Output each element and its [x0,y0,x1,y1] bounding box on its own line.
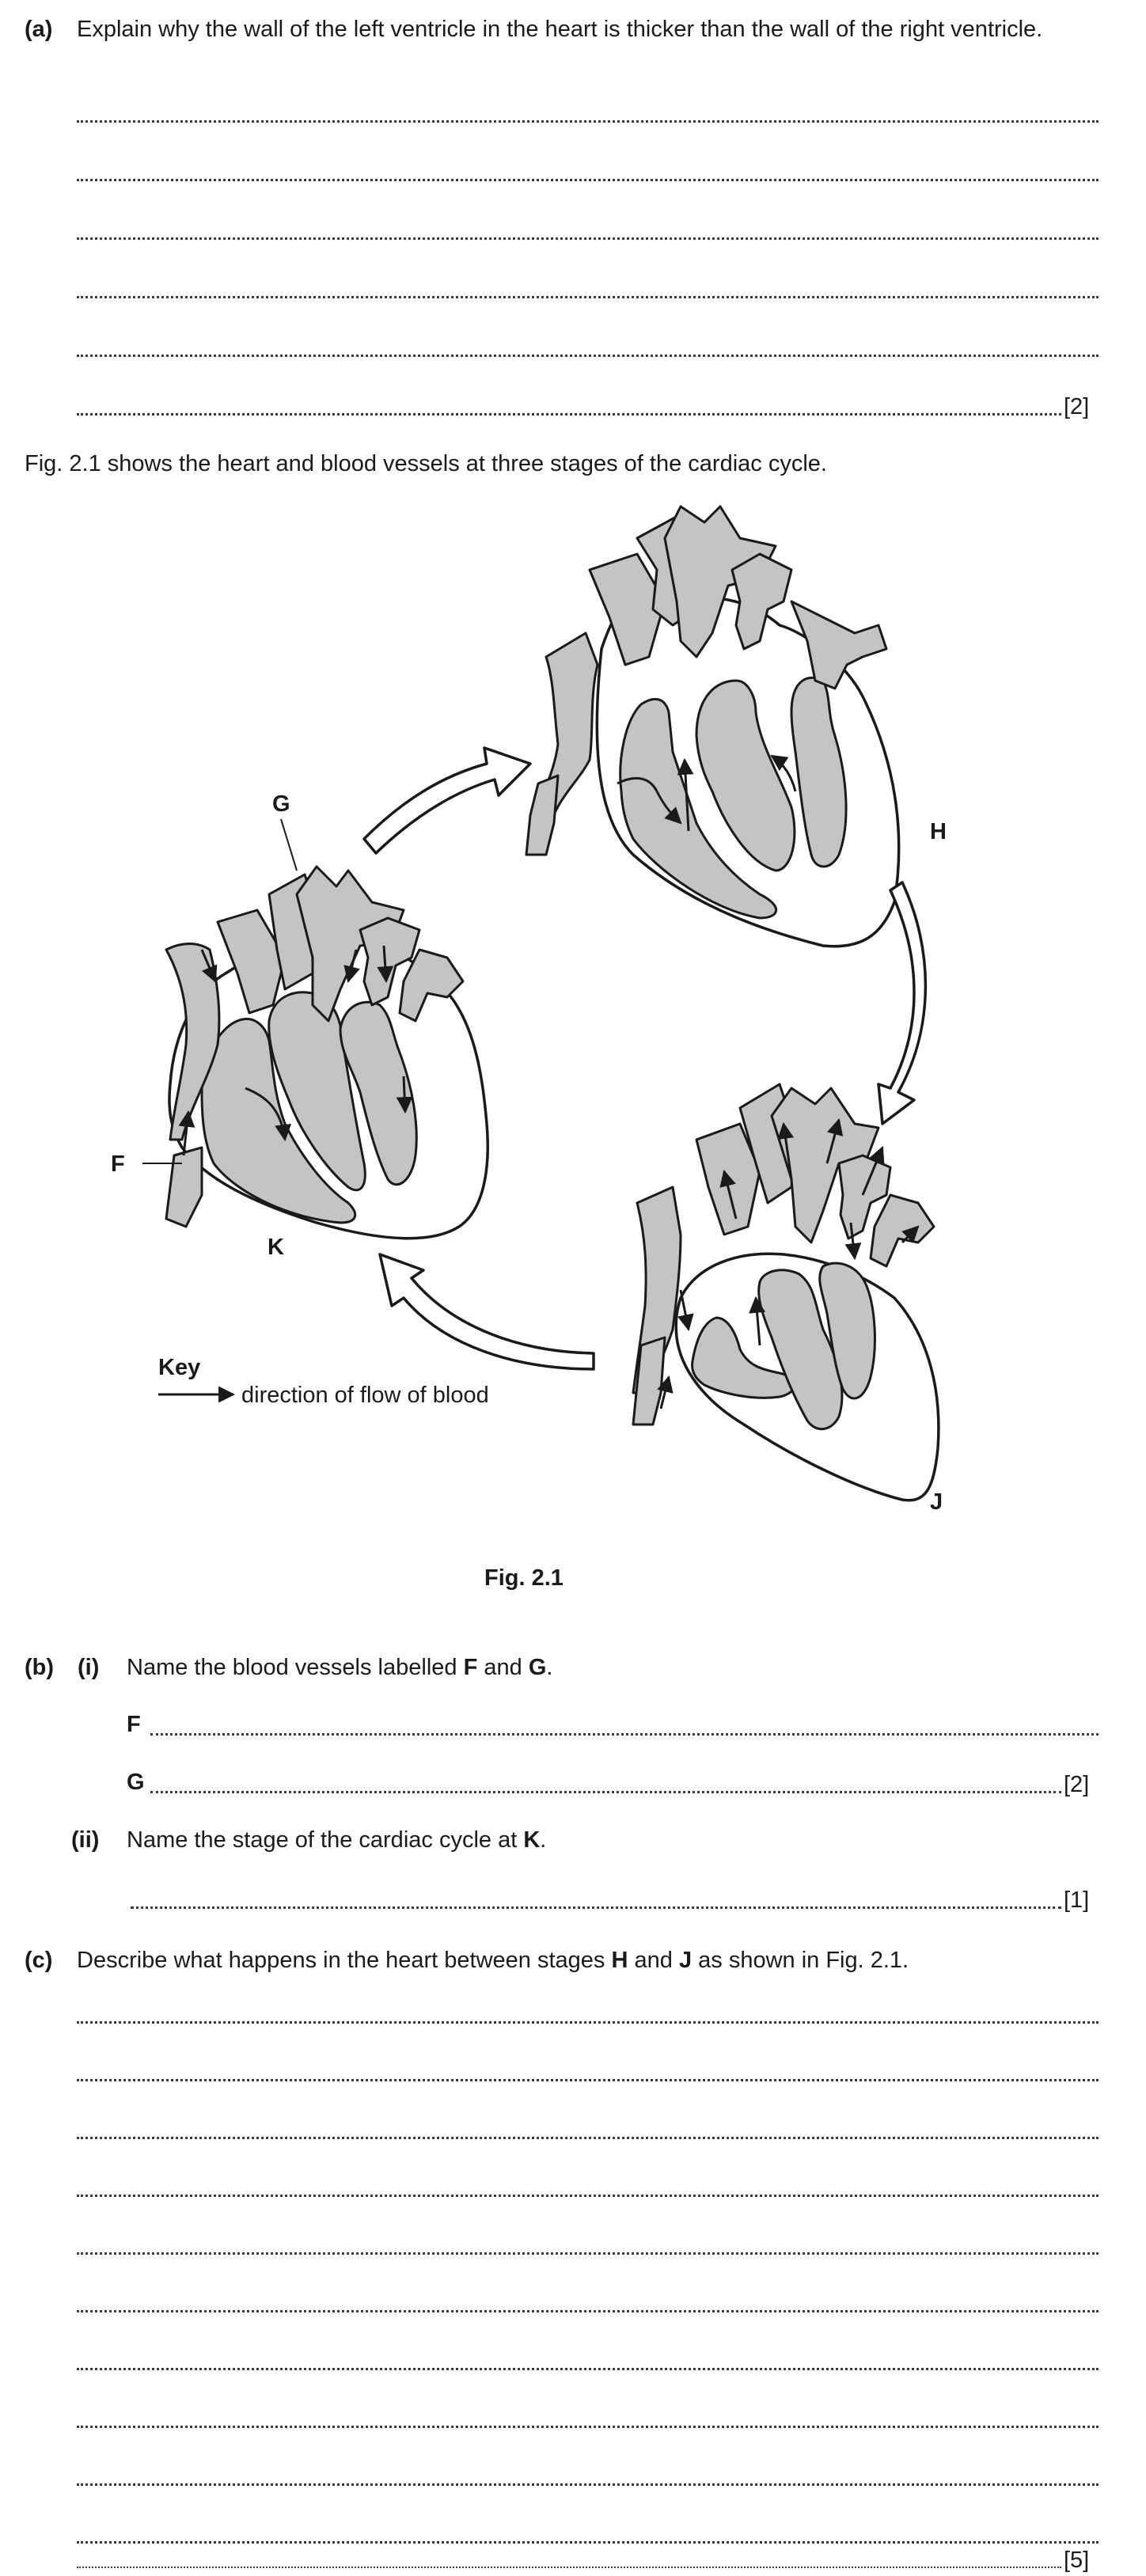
answer-line-a-4[interactable] [77,296,1099,298]
label-j: J [930,1489,943,1515]
answer-line-c-10[interactable] [77,2541,1099,2544]
answer-line-c-3[interactable] [77,2137,1099,2139]
key-text: direction of flow of blood [241,1383,489,1408]
label-f: F [111,1151,125,1177]
answer-line-a-3[interactable] [77,237,1099,240]
heart-stage-k [142,818,489,1240]
answer-line-a-2[interactable] [77,179,1099,181]
cycle-arrow-j-to-k [378,1253,595,1371]
figure-intro: Fig. 2.1 shows the heart and blood vesse… [25,451,827,476]
part-b-i-question-start: Name the blood vessels labelled [127,1655,464,1680]
part-c-question-start: Describe what happens in the heart betwe… [77,1948,612,1973]
figure-caption: Fig. 2.1 [484,1565,564,1591]
part-b-ii-question: Name the stage of the cardiac cycle at K… [127,1825,546,1855]
part-c-h: H [611,1948,628,1973]
part-a-question: Explain why the wall of the left ventric… [77,17,1043,42]
part-c-label: (c) [25,1948,53,1973]
heart-stage-h [525,505,901,948]
cycle-arrow-h-to-j [877,881,928,1125]
part-b-i-marks: [2] [1064,1772,1090,1797]
part-c-and: and [628,1948,679,1973]
part-c-question: Describe what happens in the heart betwe… [77,1945,909,1975]
answer-line-a-1[interactable] [77,120,1099,123]
part-b-label: (b) [25,1655,55,1680]
label-g: G [272,791,290,817]
label-h: H [930,819,947,844]
part-b-i-g: G [528,1655,547,1680]
part-c-question-end: as shown in Fig. 2.1. [692,1948,909,1973]
answer-line-c-8[interactable] [77,2426,1099,2428]
answer-line-a-6[interactable] [77,413,1061,415]
cardiac-cycle-figure [142,505,940,1502]
answer-line-c-4[interactable] [77,2195,1099,2197]
part-a-marks: [2] [1064,394,1090,419]
part-c-marks: [5] [1064,2548,1090,2573]
part-b-ii-end: . [540,1827,547,1853]
label-k: K [268,1235,284,1260]
answer-line-f[interactable] [150,1733,1099,1736]
answer-label-g: G [127,1770,145,1795]
answer-line-c-1[interactable] [77,2021,1099,2024]
part-b-i-end: . [546,1655,553,1680]
part-b-i-and: and [477,1655,529,1680]
answer-line-k[interactable] [131,1906,1061,1909]
answer-line-c-6[interactable] [77,2310,1099,2312]
part-b-ii-label: (ii) [71,1827,100,1853]
answer-label-f: F [127,1712,141,1737]
part-b-ii-marks: [1] [1064,1887,1090,1913]
part-b-i-question: Name the blood vessels labelled F and G. [127,1652,552,1683]
part-b-i-label: (i) [78,1655,100,1680]
answer-line-c-7[interactable] [77,2368,1099,2370]
answer-line-c-11[interactable] [77,2567,1061,2568]
key-title: Key [158,1355,201,1380]
answer-line-c-5[interactable] [77,2252,1099,2255]
answer-line-a-5[interactable] [77,355,1099,357]
part-b-i-f: F [463,1655,478,1680]
part-a-label: (a) [25,17,53,42]
answer-line-g[interactable] [150,1791,1061,1793]
answer-line-c-9[interactable] [77,2483,1099,2486]
cycle-arrow-k-to-h [362,746,532,855]
part-b-ii-k: K [523,1827,541,1853]
part-c-j: J [678,1948,693,1973]
part-b-ii-question-start: Name the stage of the cardiac cycle at [127,1827,524,1853]
heart-stage-j [632,1083,940,1502]
answer-line-c-2[interactable] [77,2079,1099,2081]
